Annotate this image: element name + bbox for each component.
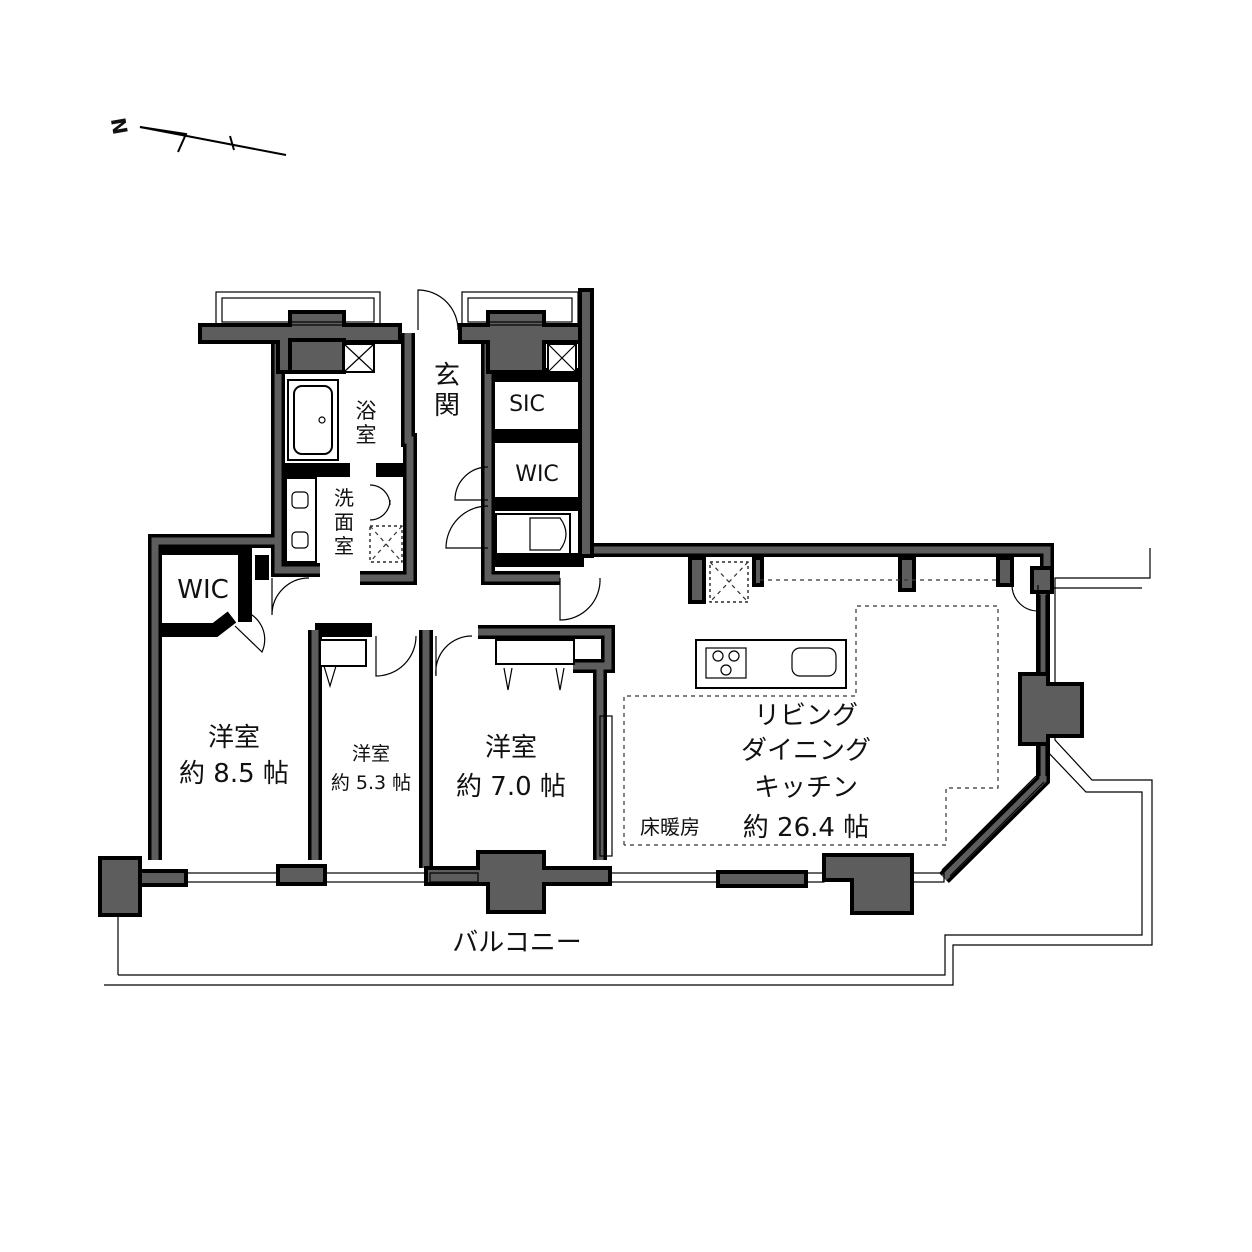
western2-name: 洋室: [352, 743, 390, 765]
western1-size: 約 8.5 帖: [179, 759, 289, 789]
entrance-label-1: 玄: [434, 361, 460, 391]
sic-label: SIC: [509, 392, 545, 417]
entrance-label-2: 関: [434, 391, 460, 421]
bath-label-2: 室: [356, 423, 377, 447]
fixtures: [285, 343, 1000, 691]
windows: [185, 291, 1047, 883]
ldk-line-2: ダイニング: [741, 736, 871, 766]
washroom-label-3: 室: [334, 534, 354, 558]
bath-label-1: 浴: [356, 399, 377, 423]
wic-top-label: WIC: [515, 462, 559, 487]
western1-name: 洋室: [208, 723, 260, 753]
balcony-label: バルコニー: [452, 928, 581, 958]
wic-left-label: WIC: [177, 575, 229, 605]
floor-heating-label: 床暖房: [640, 815, 700, 839]
western3-size: 約 7.0 帖: [456, 772, 566, 802]
doors: [234, 289, 1039, 677]
walls-fill: [151, 290, 1051, 881]
washroom-label-1: 洗: [334, 486, 354, 510]
western3-name: 洋室: [485, 733, 537, 763]
ldk-line-3: キッチン: [754, 773, 858, 803]
floor-heating-area: [623, 605, 999, 846]
compass: N: [106, 116, 287, 156]
ldk-line-1: リビング: [754, 701, 858, 731]
western2-size: 約 5.3 帖: [331, 772, 411, 794]
room-labels: 玄 関 SIC WIC 浴 室 洗 面 室 WIC 洋室 約 8.5 帖 洋室 …: [177, 361, 871, 958]
ldk-size: 約 26.4 帖: [743, 813, 869, 843]
washroom-label-2: 面: [334, 510, 354, 534]
north-label: N: [106, 116, 133, 137]
